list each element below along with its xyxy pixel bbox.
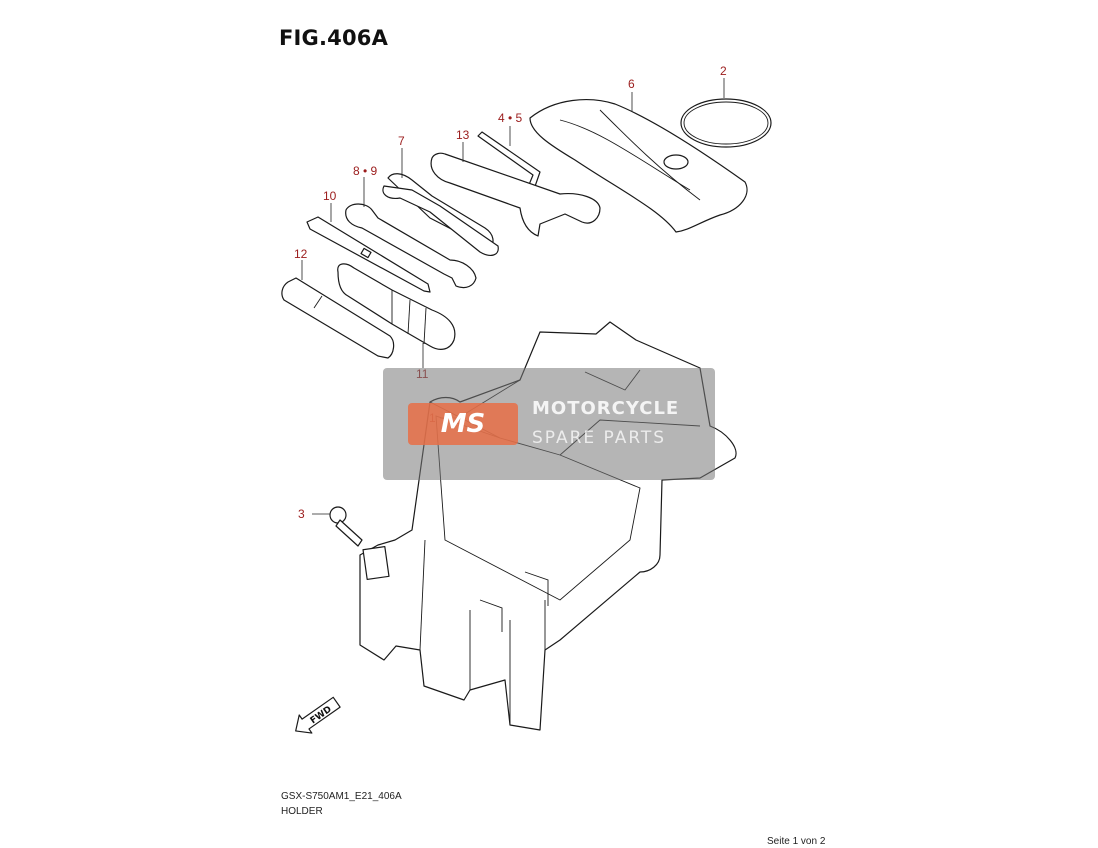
figure-title: FIG.406A [279,26,389,50]
callout-8-9: 8 • 9 [353,164,378,178]
o-ring-part-2 [680,98,772,148]
spanner-part-13 [430,152,601,237]
open-wrench-part-8-9 [345,203,477,289]
callout-10: 10 [323,189,337,203]
handle-part-11 [337,263,456,350]
tool-bag-part-6 [529,99,748,233]
part-name: HOLDER [281,806,323,817]
callout-7: 7 [398,134,405,148]
callout-3: 3 [298,507,305,521]
callout-13: 13 [456,128,470,142]
page-indicator: Seite 1 von 2 [767,836,826,847]
watermark-line-1: MOTORCYCLE [532,398,680,419]
model-code: GSX-S750AM1_E21_406A [281,791,402,802]
callout-12: 12 [294,247,308,261]
callout-4-5: 4 • 5 [498,111,523,125]
screw-part-3 [329,506,347,524]
fwd-arrow-icon: FWD [295,696,341,734]
extension-part-12 [281,277,395,359]
watermark-logo: MS [408,403,518,445]
callout-2: 2 [720,64,727,78]
watermark-line-2: SPARE PARTS [532,428,667,448]
callout-6: 6 [628,77,635,91]
